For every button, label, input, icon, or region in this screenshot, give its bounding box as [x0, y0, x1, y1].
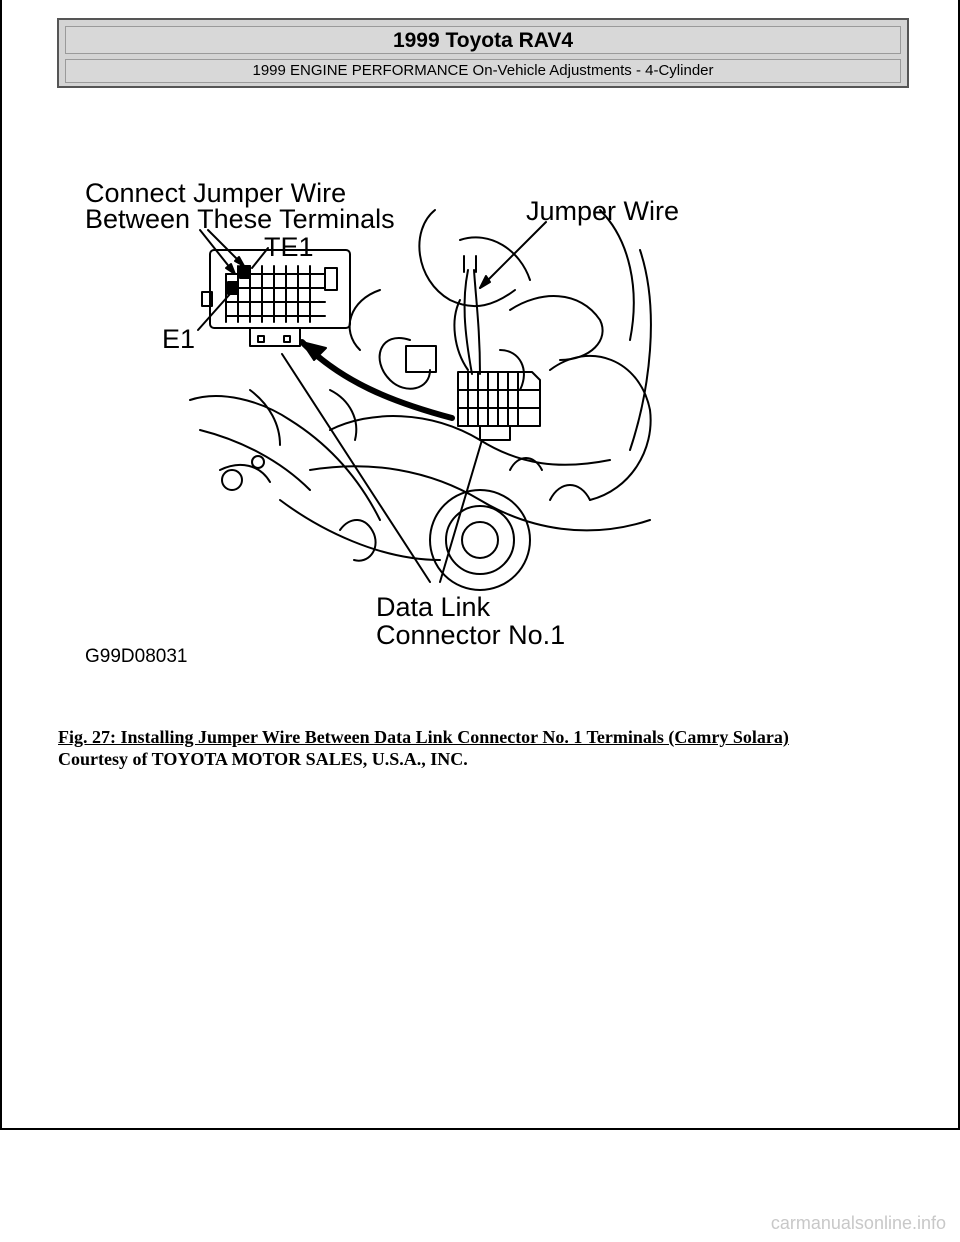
label-connect-jumper-line2: Between These Terminals	[85, 204, 395, 234]
caption-credit: Courtesy of TOYOTA MOTOR SALES, U.S.A., …	[58, 749, 468, 769]
te1-terminal	[239, 265, 251, 279]
connector-diagram: Connect Jumper Wire Between These Termin…	[80, 170, 700, 670]
label-jumper-wire: Jumper Wire	[526, 196, 679, 226]
jumper-wire-lead-1	[463, 269, 473, 375]
dlc-connector	[405, 345, 541, 441]
caption-title: Fig. 27: Installing Jumper Wire Between …	[58, 727, 789, 747]
page-border-left	[0, 0, 2, 1130]
e1-terminal	[227, 281, 239, 295]
header-subtitle: 1999 ENGINE PERFORMANCE On-Vehicle Adjus…	[65, 59, 901, 83]
label-dlc-line2: Connector No.1	[376, 620, 565, 650]
page-border-bottom	[0, 1128, 960, 1130]
figure-caption: Fig. 27: Installing Jumper Wire Between …	[58, 726, 938, 770]
label-connect-jumper-line1: Connect Jumper Wire	[85, 178, 346, 208]
header-title: 1999 Toyota RAV4	[65, 26, 901, 54]
label-te1: TE1	[264, 232, 314, 262]
jumper-wire-lead-2	[473, 269, 481, 375]
connector-inset	[201, 249, 351, 347]
page-border-right	[958, 0, 960, 1130]
watermark-text: carmanualsonline.info	[770, 1213, 946, 1233]
document-header: 1999 Toyota RAV4 1999 ENGINE PERFORMANCE…	[57, 18, 909, 88]
figure-code: G99D08031	[85, 646, 187, 667]
watermark-area: carmanualsonline.info	[0, 1130, 960, 1242]
label-dlc-line1: Data Link	[376, 592, 491, 622]
label-e1: E1	[162, 324, 195, 354]
